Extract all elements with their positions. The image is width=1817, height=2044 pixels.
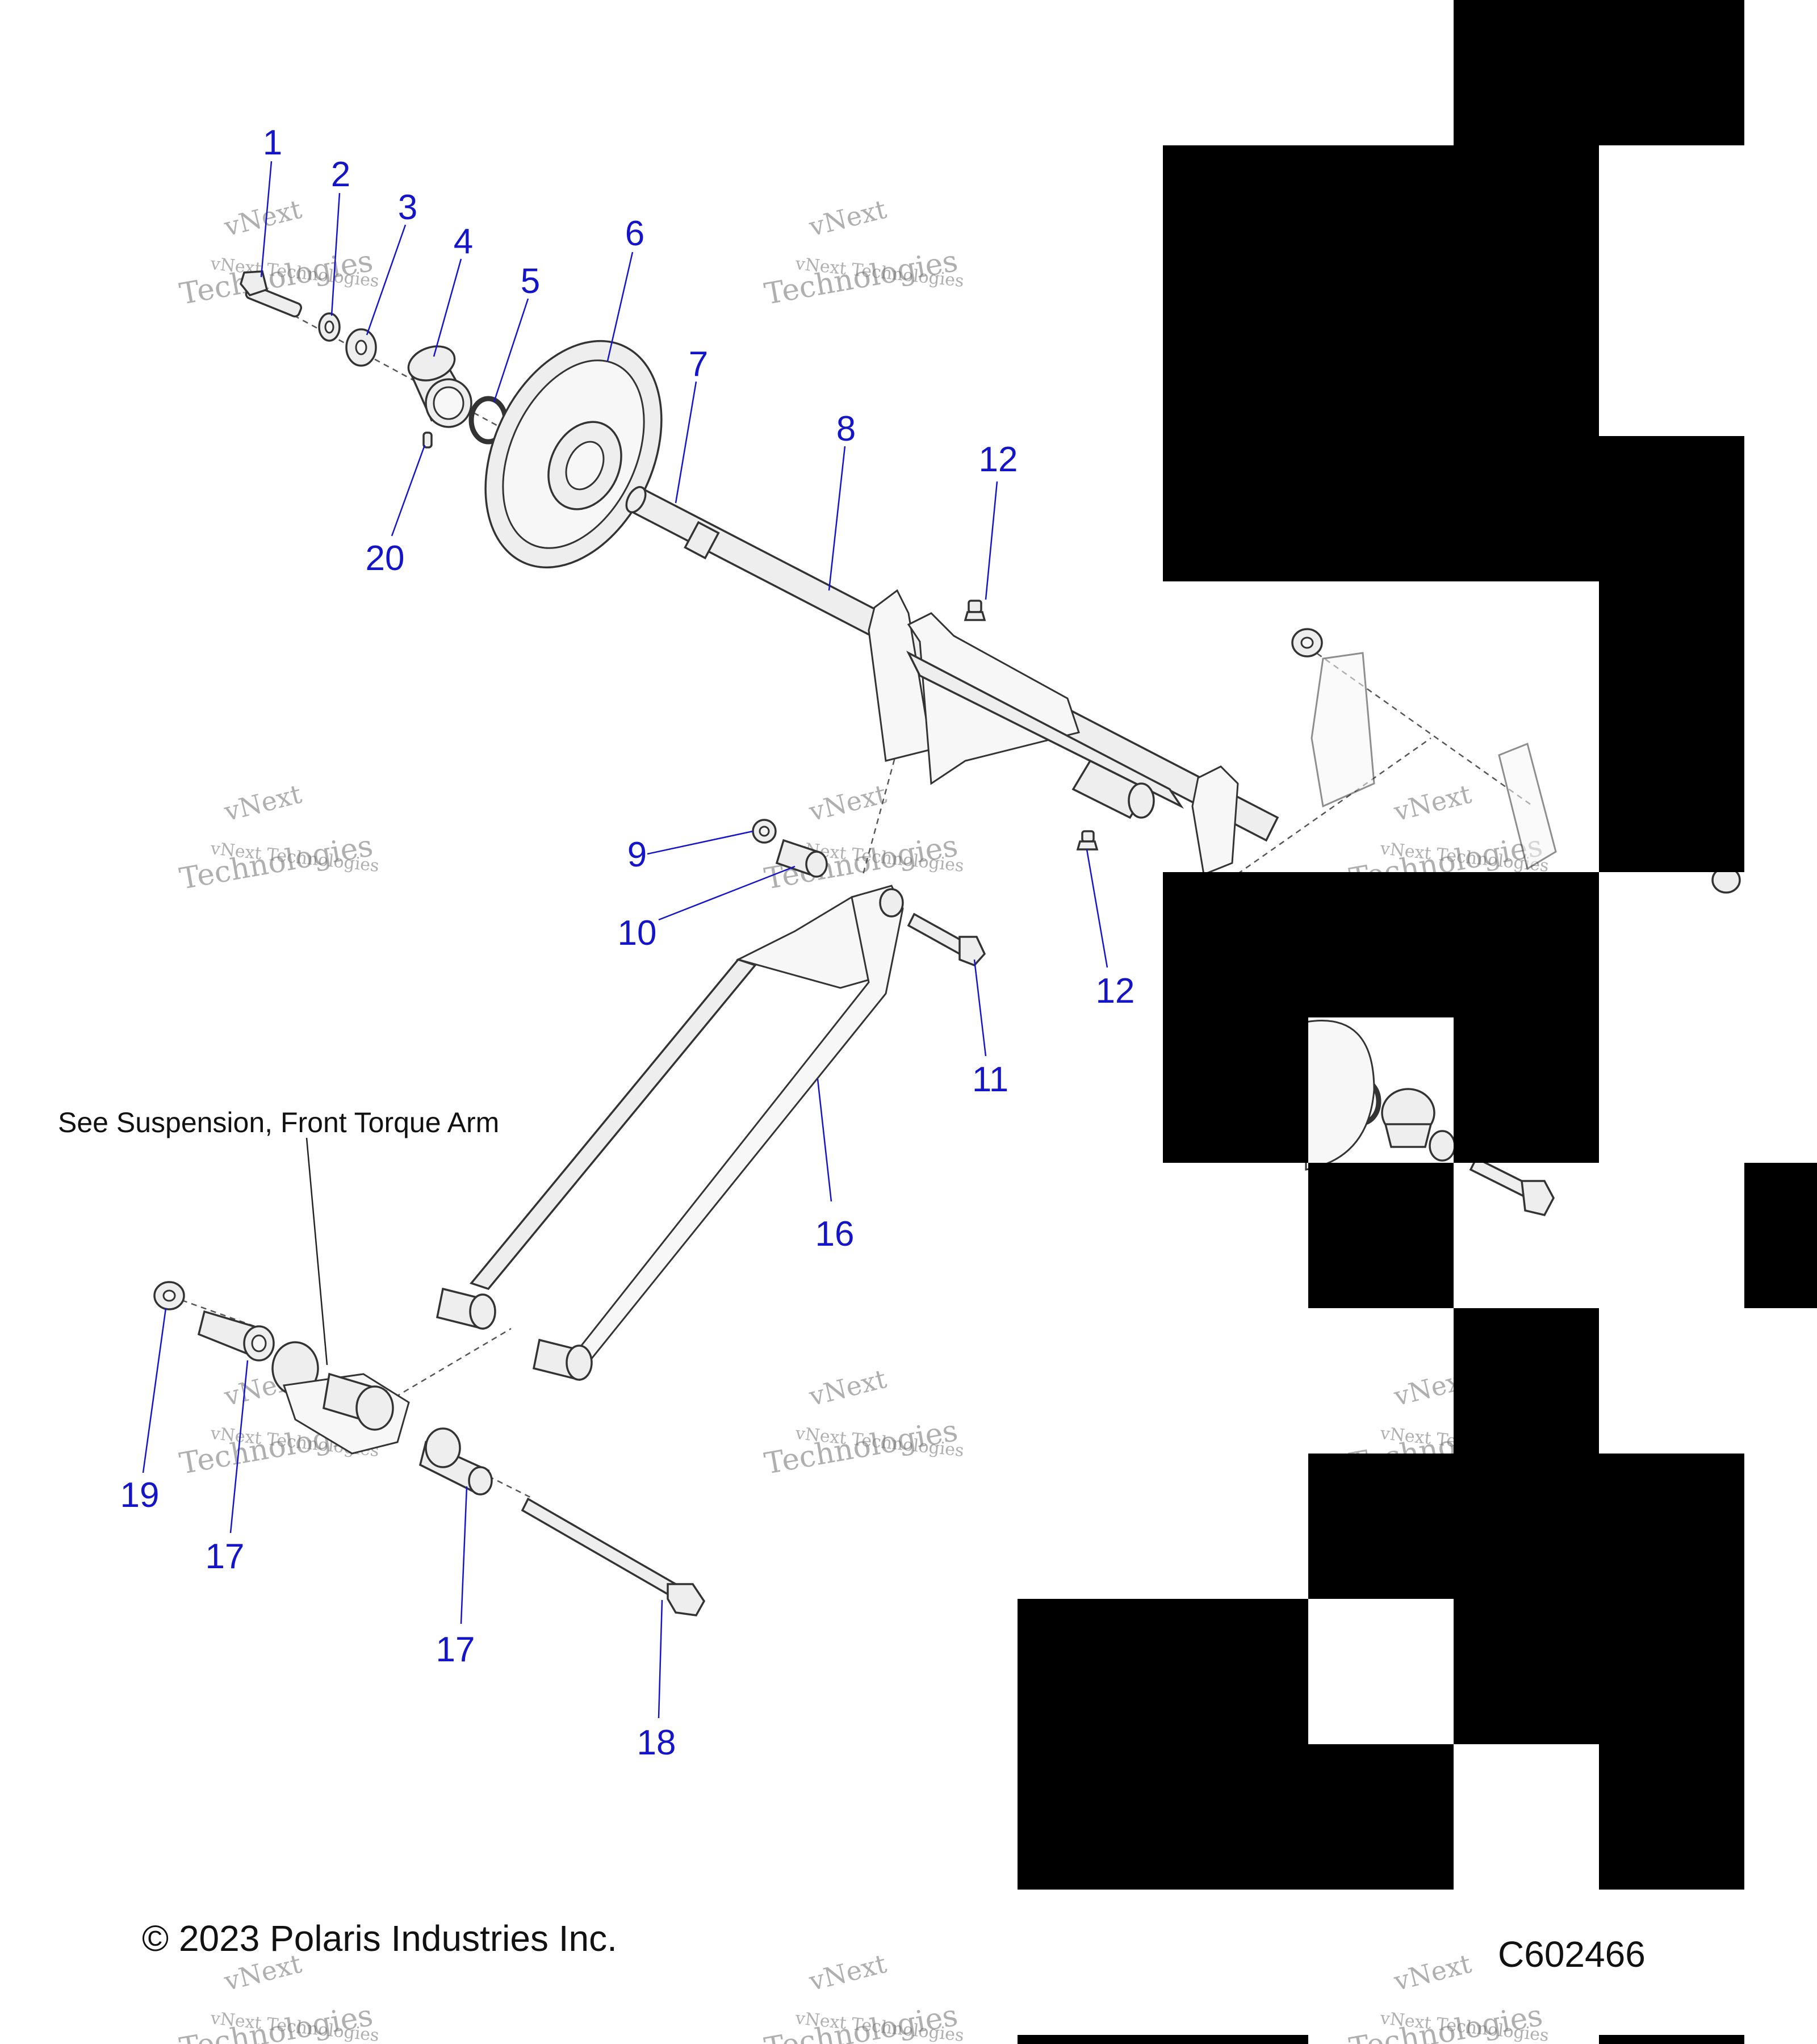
grease-fitting-icon xyxy=(1076,830,1099,851)
pin-icon xyxy=(422,432,433,449)
callout-12-lower: 12 xyxy=(1096,971,1135,1011)
axle-assembly xyxy=(240,270,1741,894)
idler-wheel-icon xyxy=(1305,1020,1375,1171)
watermark-line: vNext xyxy=(221,194,305,242)
bolt-icon xyxy=(1469,1157,1555,1217)
spacer-icon xyxy=(775,839,828,878)
washer-icon xyxy=(1429,1130,1456,1162)
torque-arm-assembly xyxy=(153,819,1555,1616)
callout-labels: 1 2 3 4 5 6 7 8 12 20 9 10 11 12 16 19 1… xyxy=(120,123,1135,1762)
callout-9: 9 xyxy=(627,835,647,874)
callout-16: 16 xyxy=(815,1214,855,1254)
bolt-icon xyxy=(240,270,303,318)
rail-bracket-icon xyxy=(1498,742,1557,870)
callout-11: 11 xyxy=(972,1060,1008,1099)
watermark-line: vNext xyxy=(1391,1948,1475,1997)
callout-6: 6 xyxy=(625,214,644,253)
callout-2: 2 xyxy=(331,155,350,194)
watermark-line: Technologies xyxy=(762,1414,960,1481)
bolt-icon xyxy=(907,912,986,967)
watermark-line: Technologies xyxy=(177,829,375,897)
watermark-line: vNext xyxy=(806,194,890,242)
callout-12-upper: 12 xyxy=(979,440,1018,479)
idler-wheel-icon xyxy=(484,340,663,569)
callout-17-lower: 17 xyxy=(436,1630,475,1669)
figure-code: C602466 xyxy=(1498,1934,1646,1975)
callout-7: 7 xyxy=(689,345,708,384)
bolt-icon xyxy=(521,1497,706,1616)
copyright: © 2023 Polaris Industries Inc. xyxy=(142,1918,617,1959)
rail-bracket-icon xyxy=(1191,765,1239,876)
callout-19: 19 xyxy=(120,1476,160,1515)
watermark-line: Technologies xyxy=(177,1999,375,2044)
spacer-icon xyxy=(418,1427,493,1496)
callout-5: 5 xyxy=(521,262,540,301)
front-torque-arm-mount-icon xyxy=(271,1341,410,1455)
callout-17-upper: 17 xyxy=(206,1537,245,1576)
watermark-line: vNext xyxy=(806,1363,890,1412)
callout-4: 4 xyxy=(454,222,473,261)
callout-1: 1 xyxy=(263,123,282,162)
callout-18: 18 xyxy=(637,1723,676,1762)
callout-3: 3 xyxy=(398,188,417,227)
watermark-line: vNext xyxy=(806,1948,890,1997)
watermark-line: Technologies xyxy=(762,1999,960,2044)
rail-bracket-icon xyxy=(1311,652,1375,808)
bushing-icon xyxy=(407,345,472,428)
torque-arm-icon xyxy=(436,885,904,1381)
watermark-line: vNext xyxy=(1391,778,1475,827)
watermark-line: vNext xyxy=(806,778,890,827)
sleeve-icon xyxy=(1071,759,1155,819)
grease-fitting-icon xyxy=(964,600,986,621)
leader-lines xyxy=(142,161,1108,1719)
rail-bracket-icon xyxy=(868,589,1184,809)
mask-blocks xyxy=(1018,0,1817,2044)
callout-10: 10 xyxy=(618,914,657,953)
spacer-icon xyxy=(197,1310,275,1362)
watermark-line: Technologies xyxy=(762,244,960,312)
reference-note: See Suspension, Front Torque Arm xyxy=(58,1107,499,1138)
bushing-icon xyxy=(1381,1088,1435,1148)
watermark-line: vNext xyxy=(221,778,305,827)
watermark-line: Technologies xyxy=(1347,1999,1545,2044)
callout-8: 8 xyxy=(836,409,856,449)
callout-20: 20 xyxy=(366,539,405,578)
